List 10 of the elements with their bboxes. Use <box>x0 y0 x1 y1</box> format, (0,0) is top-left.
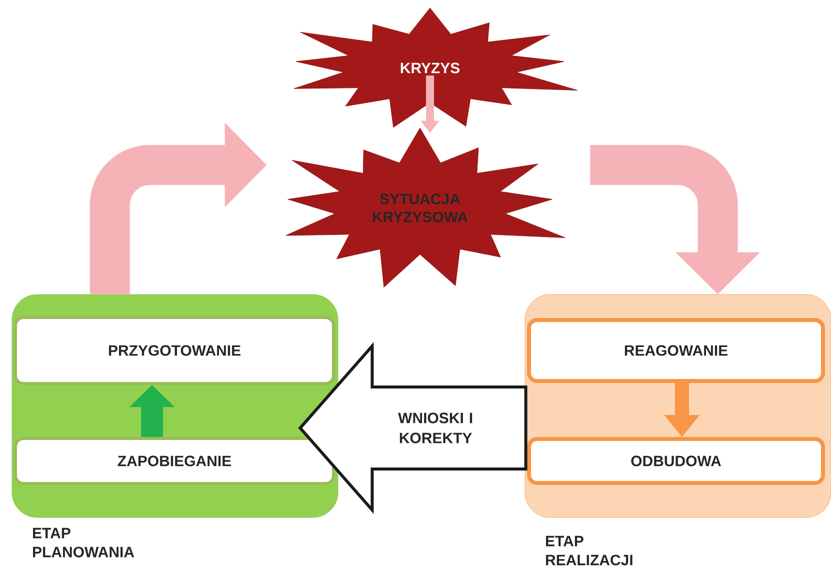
starburst: KRYZYS <box>294 8 578 128</box>
stage-label: ETAP REALIZACJI <box>546 536 632 566</box>
stage-label: ETAP PLANOWANIA <box>33 528 134 558</box>
edge-label: WNIOSKI I KOREKTY <box>396 412 476 444</box>
starburst: SYTUACJA KRYZYSOWA <box>286 128 566 288</box>
label-box: REAGOWANIE <box>527 318 825 383</box>
label-box: ODBUDOWA <box>527 436 825 485</box>
label-box: ZAPOBIEGANIE <box>14 436 335 485</box>
label-box: PRZYGOTOWANIE <box>14 316 335 385</box>
block-arrow <box>298 342 528 514</box>
